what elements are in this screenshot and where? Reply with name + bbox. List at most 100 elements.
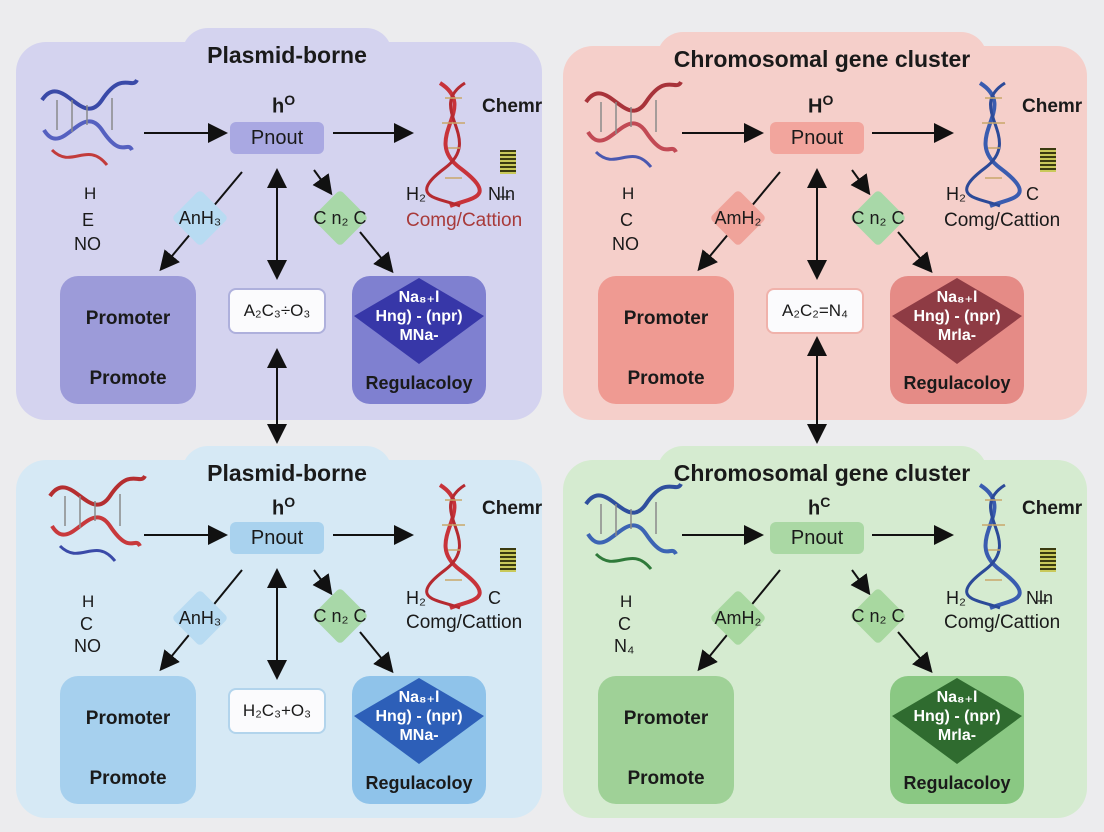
regulatory-box[interactable]: Na₈₊l Hng) - (npr) MNa- Regulacoloy <box>352 676 486 804</box>
gel-band-icon <box>1040 548 1056 572</box>
dna-helix-icon <box>40 78 139 166</box>
gel-band-icon <box>500 150 516 174</box>
nitro-label: Nl̶n <box>1026 588 1054 608</box>
regulatory-box[interactable]: Na₈₊l Hng) - (npr) Mrla- Regulacoloy <box>890 276 1024 404</box>
regulatory-label: Regulacoloy <box>903 373 1011 393</box>
comp-label: Comg/Cattion <box>944 210 1061 231</box>
comp-label: Comg/Cattion <box>406 612 523 633</box>
left-label-3: NO <box>74 636 101 656</box>
promoter-box[interactable]: Promoter Promote <box>598 276 734 404</box>
reg-line-2: Hng) - (npr) <box>375 708 463 725</box>
pnout-node[interactable]: Pnout <box>770 122 864 154</box>
h2-label: H₂ <box>946 184 966 204</box>
reg-line-2: Hng) - (npr) <box>913 308 1001 325</box>
panel-title: Chromosomal gene cluster <box>657 446 987 500</box>
left-label-1: H <box>620 592 633 611</box>
gel-band-icon <box>500 548 516 572</box>
promoter-subtitle: Promote <box>89 768 167 789</box>
dna-helix-icon <box>48 474 147 562</box>
reg-line-1: Na₈₊l <box>398 289 440 306</box>
h2-label: H₂ <box>406 184 426 204</box>
chem-label: Chemr <box>1022 498 1083 519</box>
dna-helix-icon <box>965 483 1022 610</box>
reg-line-1: Na₈₊l <box>398 689 440 706</box>
panel-bottom-right: Chromosomal gene cluster <box>563 446 1087 818</box>
left-label-1: H <box>622 184 635 203</box>
regulatory-box[interactable]: Na₈₊l Hng) - (npr) Mrla- Regulacoloy <box>890 676 1024 804</box>
left-diamond-node[interactable]: AmH₂ <box>709 589 767 647</box>
regulator-diamond <box>354 278 484 364</box>
dna-helix-icon <box>584 80 683 168</box>
gel-band-icon <box>1040 148 1056 172</box>
reg-line-2: Hng) - (npr) <box>375 308 463 325</box>
pnout-node[interactable]: Pnout <box>770 522 864 554</box>
reg-line-1: Na₈₊l <box>936 289 978 306</box>
promoter-title: Promoter <box>85 308 171 329</box>
right-diamond-node[interactable]: C n₂ C <box>849 587 907 645</box>
panel-title: Plasmid-borne <box>182 28 392 82</box>
top-label: hC <box>808 494 831 520</box>
right-diamond-node[interactable]: C n₂ C <box>849 189 907 247</box>
promoter-title: Promoter <box>85 708 171 729</box>
left-label-2: C <box>618 614 631 634</box>
reg-line-3: MNa- <box>399 327 439 344</box>
regulatory-box[interactable]: Na₈₊l Hng) - (npr) MNa- Regulacoloy <box>352 276 486 404</box>
nitro-label: C <box>488 588 501 608</box>
comp-label: Comg/Cattion <box>406 210 523 231</box>
top-label: hO <box>272 494 296 520</box>
nitro-label: C <box>1026 184 1039 204</box>
regulator-diamond <box>892 678 1022 764</box>
left-label-2: E <box>82 210 95 230</box>
regulatory-label: Regulacoloy <box>365 373 473 393</box>
left-label-3: N₄ <box>614 636 635 656</box>
chem-label: Chemr <box>482 96 543 117</box>
top-label: hO <box>272 92 296 118</box>
left-label-2: C <box>620 210 633 230</box>
reg-line-2: Hng) - (npr) <box>913 708 1001 725</box>
h2-label: H₂ <box>946 588 966 608</box>
regulatory-label: Regulacoloy <box>903 773 1011 793</box>
regulatory-label: Regulacoloy <box>365 773 473 793</box>
left-label-2: C <box>80 614 93 634</box>
promoter-box[interactable]: Promoter Promote <box>60 276 196 404</box>
promoter-box[interactable]: Promoter Promote <box>598 676 734 804</box>
promoter-title: Promoter <box>623 308 709 329</box>
right-diamond-node[interactable]: C n₂ C <box>311 189 369 247</box>
promoter-title: Promoter <box>623 708 709 729</box>
formula-box: A₂C₂=N₄ <box>766 288 864 334</box>
regulator-diamond <box>354 678 484 764</box>
promoter-subtitle: Promote <box>627 368 705 389</box>
comp-label: Comg/Cattion <box>944 612 1061 633</box>
left-diamond-node[interactable]: AmH₂ <box>709 189 767 247</box>
regulator-diamond <box>892 278 1022 364</box>
reg-line-1: Na₈₊l <box>936 689 978 706</box>
top-label: HO <box>808 92 834 118</box>
promoter-box[interactable]: Promoter Promote <box>60 676 196 804</box>
pnout-node[interactable]: Pnout <box>230 122 324 154</box>
dna-helix-icon <box>965 81 1022 208</box>
dna-helix-icon <box>425 483 482 610</box>
dna-helix-icon <box>584 482 683 570</box>
h2-label: H₂ <box>406 588 426 608</box>
panel-title: Chromosomal gene cluster <box>657 32 987 86</box>
chem-label: Chemr <box>1022 96 1083 117</box>
formula-box: A₂C₃÷O₃ <box>228 288 326 334</box>
left-label-1: H <box>82 592 95 611</box>
promoter-subtitle: Promote <box>627 768 705 789</box>
formula-box: H₂C₃+O₃ <box>228 688 326 734</box>
chem-label: Chemr <box>482 498 543 519</box>
left-diamond-node[interactable]: AnH₃ <box>171 189 229 247</box>
reg-line-3: Mrla- <box>937 727 977 744</box>
pnout-node[interactable]: Pnout <box>230 522 324 554</box>
reg-line-3: Mrla- <box>937 327 977 344</box>
left-diamond-node[interactable]: AnH₃ <box>171 589 229 647</box>
dna-helix-icon <box>425 81 482 208</box>
right-diamond-node[interactable]: C n₂ C <box>311 587 369 645</box>
left-label-3: NO <box>74 234 101 254</box>
reg-line-3: MNa- <box>399 727 439 744</box>
panel-title: Plasmid-borne <box>182 446 392 500</box>
promoter-subtitle: Promote <box>89 368 167 389</box>
nitro-label: Nl̶n <box>488 184 516 204</box>
left-label-3: NO <box>612 234 639 254</box>
